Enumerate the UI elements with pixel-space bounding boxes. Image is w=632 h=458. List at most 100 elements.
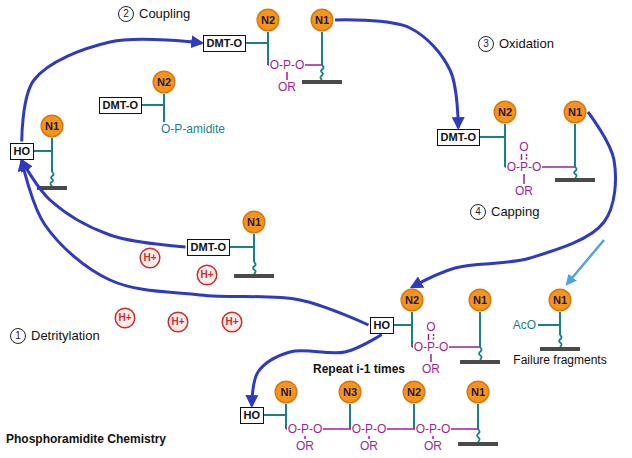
circle-shape — [275, 381, 297, 403]
group-label: DMT-O — [207, 37, 242, 49]
nucleoside-label: N2 — [498, 106, 512, 118]
group-label: HO — [374, 319, 391, 331]
circle-shape — [401, 289, 423, 311]
nucleoside-label: N3 — [343, 386, 357, 398]
step-name: Oxidation — [499, 36, 554, 52]
step-label: 2Coupling — [118, 6, 190, 22]
nucleoside-label: N1 — [315, 14, 329, 26]
nucleoside-label: N1 — [247, 216, 261, 228]
linker-squiggle — [50, 172, 53, 186]
bond — [142, 104, 164, 106]
bond — [523, 174, 525, 184]
nucleoside-circle: N1 — [548, 288, 572, 312]
cycle-arrow — [22, 161, 369, 326]
structure-label: O-P-O — [351, 422, 388, 436]
proton-label: H+ — [200, 269, 213, 281]
group-label: DMT-O — [191, 241, 226, 253]
nucleoside-label: N2 — [405, 294, 419, 306]
linker-squiggle — [477, 429, 480, 442]
nucleoside-label: N2 — [261, 14, 275, 26]
linker-squiggle — [253, 262, 256, 274]
proton-label: H+ — [171, 316, 184, 328]
structure-label: O-P-O — [269, 58, 306, 72]
bond — [286, 72, 288, 80]
group-box: HO — [370, 317, 395, 334]
proton-label: H+ — [225, 316, 238, 328]
structure-label: O — [518, 140, 529, 154]
proton-circle: H+ — [139, 247, 161, 269]
bond — [264, 414, 286, 416]
nucleoside-label: N1 — [473, 294, 487, 306]
step-name: Coupling — [139, 6, 190, 22]
structure-label: O-P-O — [287, 422, 324, 436]
circle-shape — [494, 101, 516, 123]
circle-shape — [168, 312, 188, 332]
nucleoside-label: N1 — [471, 386, 485, 398]
circle-shape — [257, 9, 279, 31]
structure-label: OR — [423, 439, 443, 453]
backbone-bond — [253, 234, 255, 262]
circle-shape — [222, 312, 242, 332]
group-box: DMT-O — [99, 97, 142, 114]
proton-circle: H+ — [196, 264, 218, 286]
nucleoside-label: N2 — [407, 386, 421, 398]
bond — [230, 246, 254, 248]
circle-shape — [469, 289, 491, 311]
linker-squiggle — [559, 335, 562, 347]
group-label: HO — [14, 145, 31, 157]
bond — [394, 324, 412, 326]
structure-label: O-P-O — [415, 422, 452, 436]
step-name: Detritylation — [31, 328, 100, 344]
structure-label: O — [425, 320, 436, 334]
step-label: 4Capping — [470, 204, 539, 220]
backbone-bond — [479, 312, 481, 347]
nucleoside-label: N1 — [45, 120, 59, 132]
structure-label: OR — [277, 80, 297, 94]
circle-shape — [41, 115, 63, 137]
circle-shape — [243, 211, 265, 233]
structure-label: O-P-O — [413, 340, 450, 354]
nucleoside-label: N1 — [568, 106, 582, 118]
proton-label: H+ — [118, 312, 131, 324]
circle-shape — [197, 265, 217, 285]
group-label: DMT-O — [103, 99, 138, 111]
solid-support — [460, 360, 500, 364]
group-box: DMT-O — [437, 129, 480, 146]
structure-label: OR — [514, 184, 534, 198]
nucleoside-label: Ni — [281, 386, 292, 398]
nucleoside-circle: N2 — [493, 100, 517, 124]
figure-caption: Phosphoramidite Chemistry — [6, 432, 166, 446]
bond — [480, 136, 505, 138]
nucleoside-circle: N1 — [40, 114, 64, 138]
proton-label: H+ — [143, 252, 156, 264]
nucleoside-circle: N2 — [402, 380, 426, 404]
nucleoside-circle: N1 — [563, 100, 587, 124]
nucleoside-circle: N1 — [468, 288, 492, 312]
circle-shape — [153, 71, 175, 93]
circle-shape — [339, 381, 361, 403]
proton-circle: H+ — [114, 307, 136, 329]
nucleoside-circle: N3 — [338, 380, 362, 404]
group-box: DMT-O — [187, 239, 230, 256]
group-box: HO — [10, 143, 35, 160]
structure-label: OR — [359, 439, 379, 453]
nucleoside-circle: N2 — [152, 70, 176, 94]
bond — [246, 42, 268, 44]
step-label: 1Detritylation — [10, 328, 100, 344]
linker-squiggle — [320, 65, 323, 80]
group-box: HO — [240, 407, 265, 424]
structure-label: O-P-amidite — [160, 122, 226, 136]
cycle-arrow — [22, 161, 186, 248]
structure-label: OR — [295, 439, 315, 453]
bond — [430, 354, 432, 362]
cycle-arrow — [412, 112, 615, 287]
nucleoside-label: N1 — [553, 294, 567, 306]
nucleoside-circle: N2 — [400, 288, 424, 312]
structure-label: O-P-O — [506, 160, 543, 174]
solid-support — [458, 442, 498, 446]
callout-number: 4 — [470, 204, 486, 220]
nucleoside-circle: Ni — [274, 380, 298, 404]
proton-circle: H+ — [167, 311, 189, 333]
